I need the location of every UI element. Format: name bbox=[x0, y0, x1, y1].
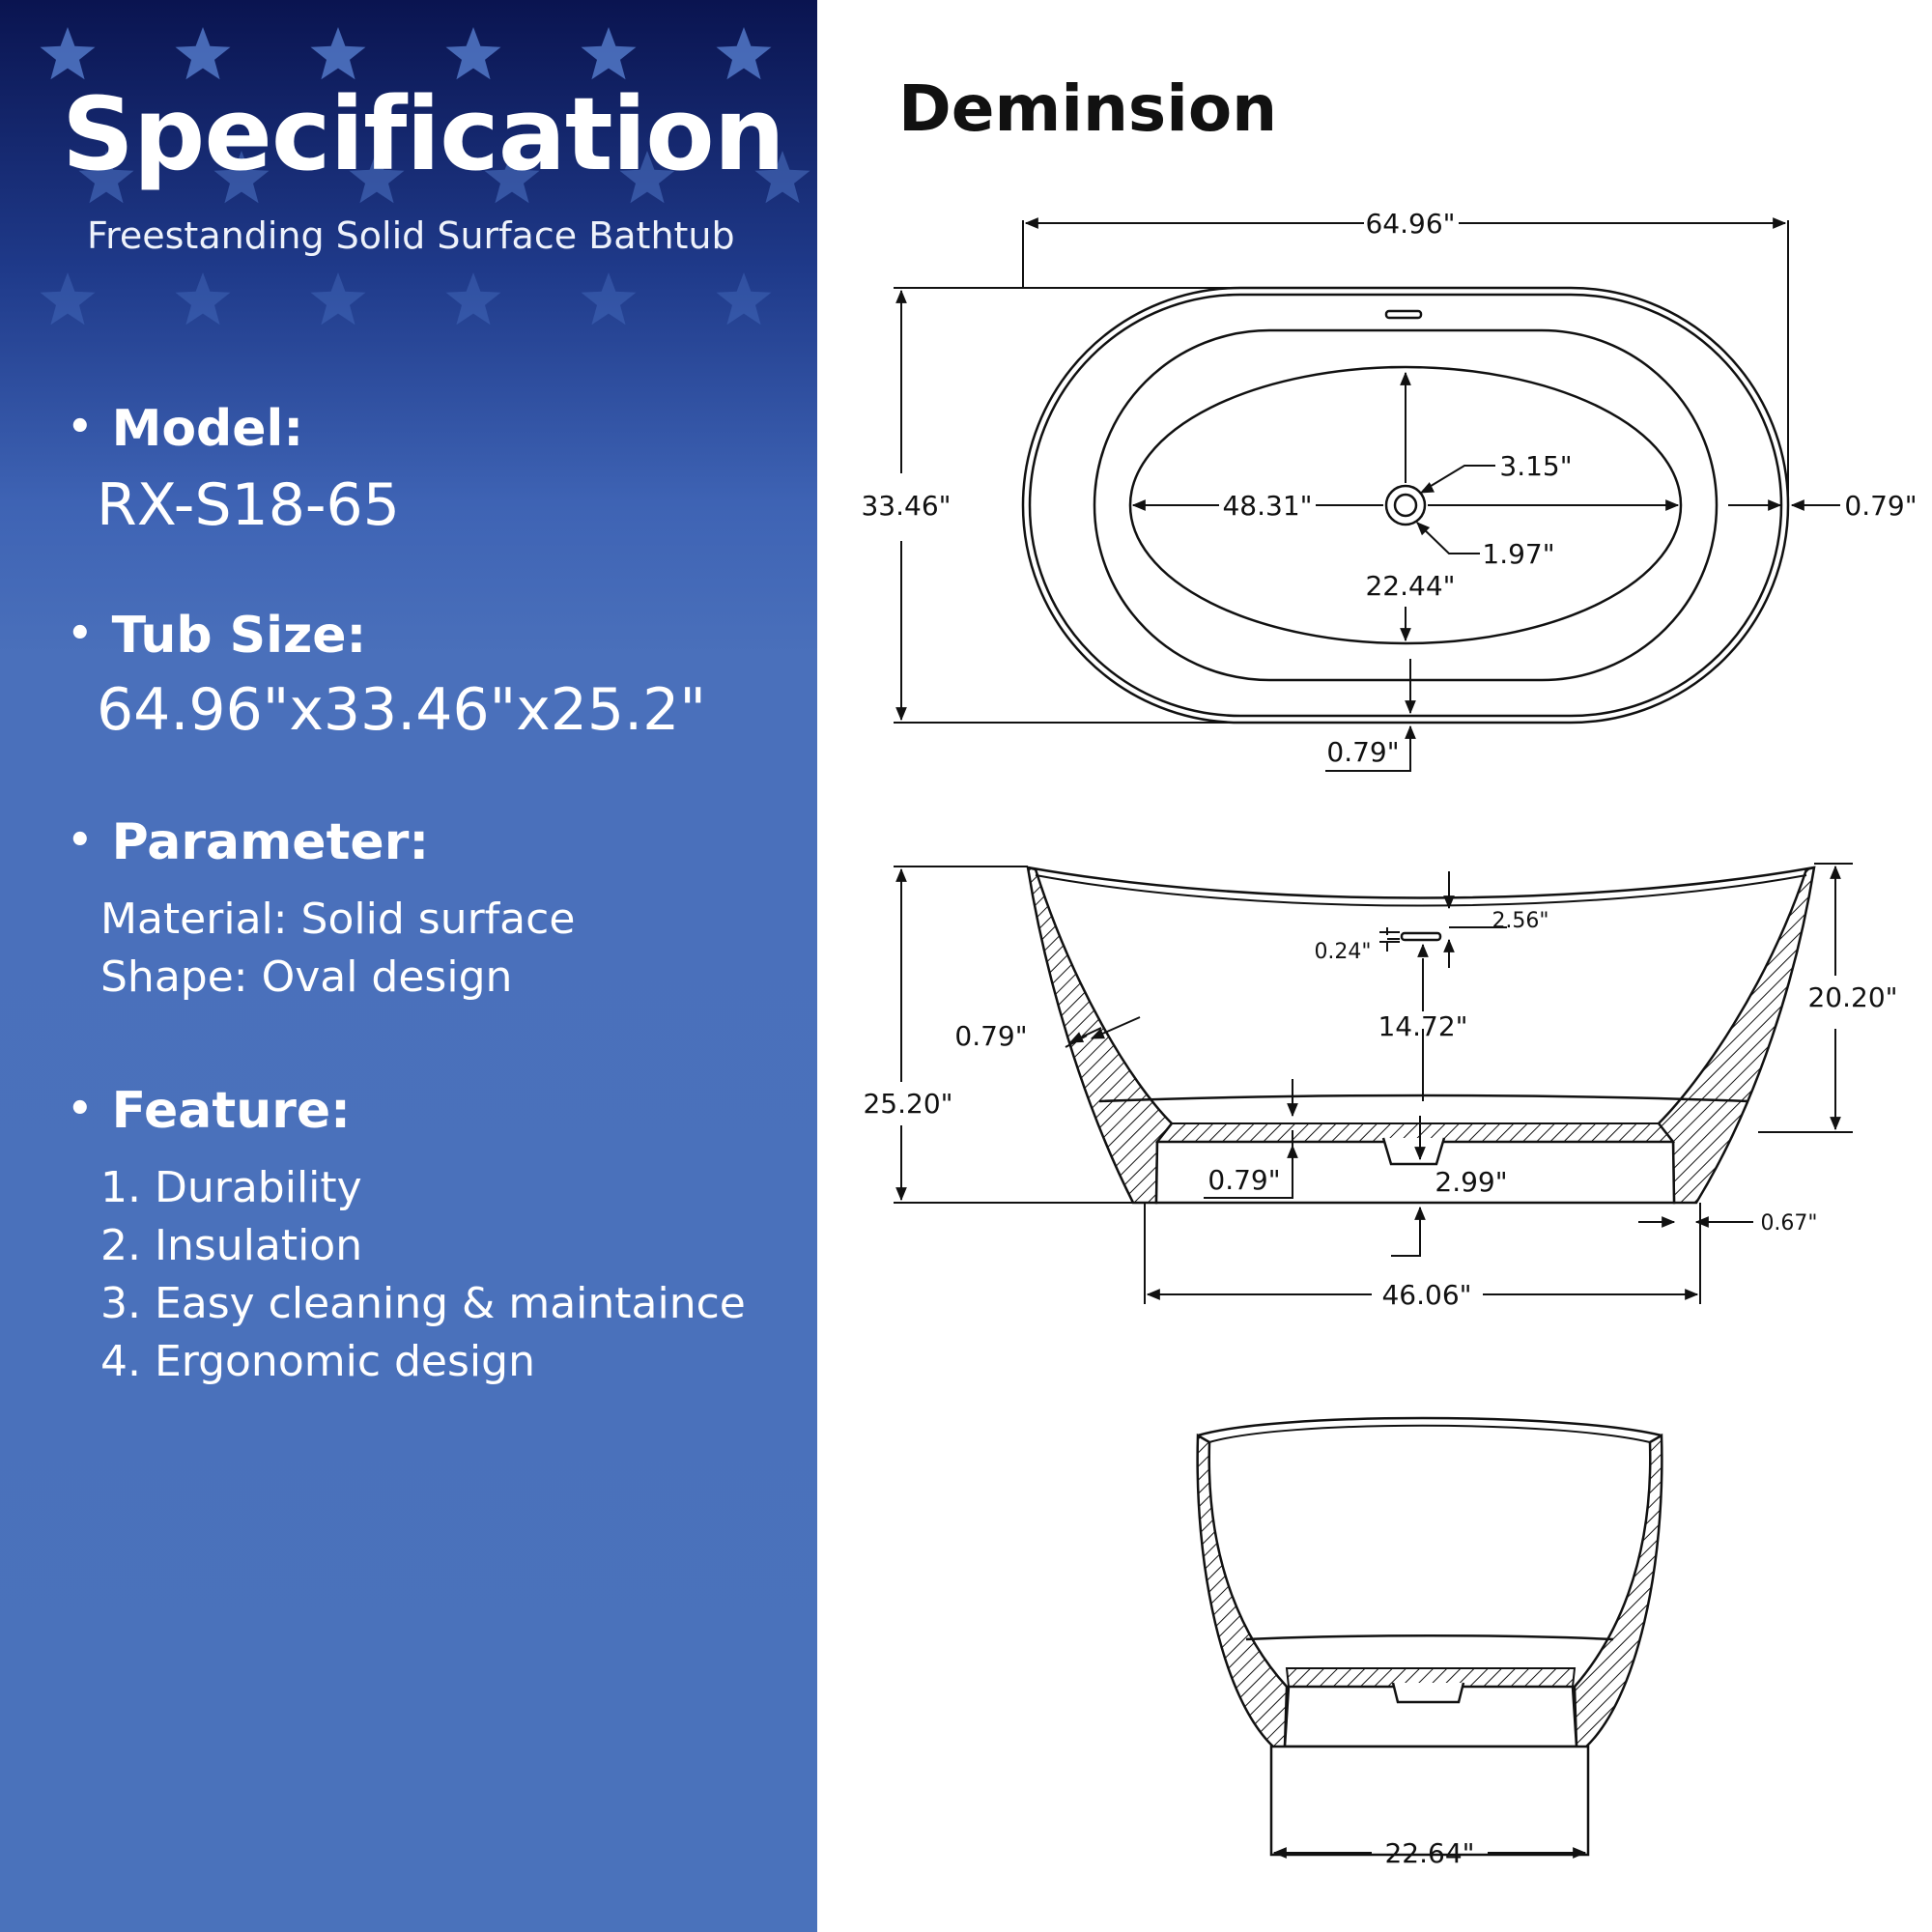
star-icon bbox=[581, 27, 637, 80]
dim-drain-inner: 1.97" bbox=[1482, 538, 1554, 570]
tub-size-heading: •Tub Size: bbox=[68, 607, 367, 665]
bullet-icon: • bbox=[68, 818, 93, 863]
drain-inner bbox=[1393, 493, 1418, 518]
dim-base-length: 46.06" bbox=[1381, 1279, 1471, 1311]
dim-overflow-top: 2.56" bbox=[1492, 909, 1548, 933]
dim-length: 64.96" bbox=[1365, 208, 1455, 240]
tub-size-value: 64.96"x33.46"x25.2" bbox=[97, 676, 706, 744]
feature-item: 4. Ergonomic design bbox=[100, 1337, 535, 1386]
end-rim-line bbox=[1197, 1416, 1662, 1437]
star-icon bbox=[581, 272, 637, 326]
feature-item: 3. Easy cleaning & maintaince bbox=[100, 1279, 746, 1328]
page-subtitle: Freestanding Solid Surface Bathtub bbox=[87, 214, 735, 257]
drain-outer bbox=[1384, 484, 1427, 526]
side-rim-line bbox=[1027, 866, 1815, 899]
dim-base-width: 22.64" bbox=[1384, 1837, 1474, 1869]
star-icon bbox=[716, 27, 772, 80]
side-rim-inner-line bbox=[1035, 874, 1807, 907]
bullet-icon: • bbox=[68, 405, 93, 449]
dim-wall: 0.79" bbox=[954, 1020, 1027, 1052]
model-heading: •Model: bbox=[68, 400, 304, 458]
star-icon bbox=[445, 272, 501, 326]
dim-base-wall: 0.67" bbox=[1760, 1211, 1817, 1236]
overflow-slot bbox=[1384, 309, 1423, 320]
tub-inner-basin bbox=[1128, 365, 1683, 645]
side-base bbox=[1154, 1140, 1676, 1205]
page-title: Specification bbox=[62, 75, 785, 193]
tub-inner-basin-lip bbox=[1093, 328, 1719, 682]
bullet-icon: • bbox=[68, 611, 93, 656]
dim-inner-length: 48.31" bbox=[1222, 490, 1312, 522]
star-icon bbox=[310, 272, 366, 326]
dim-drain-outer: 3.15" bbox=[1499, 450, 1572, 482]
end-wall-right bbox=[1573, 1433, 1663, 1750]
parameter-item: Material: Solid surface bbox=[100, 895, 576, 944]
dim-drain-depth: 2.99" bbox=[1435, 1166, 1507, 1198]
star-icon bbox=[78, 151, 134, 204]
star-icon bbox=[40, 27, 96, 80]
dim-total-height: 25.20" bbox=[863, 1088, 952, 1120]
star-icon bbox=[619, 151, 675, 204]
side-view bbox=[1026, 866, 1816, 1205]
parameter-heading: •Parameter: bbox=[68, 813, 430, 871]
bullet-icon: • bbox=[68, 1087, 93, 1131]
model-value: RX-S18-65 bbox=[97, 471, 400, 539]
bathtub-dimension-drawing: 64.96" 33.46" 48.31" 22.44" 3.15" 1.97" … bbox=[861, 208, 1917, 1869]
end-wall-left bbox=[1196, 1433, 1289, 1750]
star-icon bbox=[349, 151, 405, 204]
star-icon bbox=[445, 27, 501, 80]
end-base bbox=[1269, 1745, 1590, 1857]
side-overflow bbox=[1400, 931, 1442, 942]
end-rim-inner-line bbox=[1208, 1424, 1651, 1443]
dim-base-thickness: 0.79" bbox=[1208, 1164, 1280, 1196]
end-drain bbox=[1391, 1682, 1465, 1704]
star-pattern bbox=[40, 27, 810, 326]
end-water-line bbox=[1245, 1634, 1614, 1641]
dim-inner-width: 22.44" bbox=[1365, 570, 1455, 602]
star-icon bbox=[175, 272, 231, 326]
star-icon bbox=[484, 151, 540, 204]
specification-panel: Specification Freestanding Solid Surface… bbox=[0, 0, 817, 1932]
star-icon bbox=[175, 27, 231, 80]
star-icon bbox=[213, 151, 270, 204]
side-view-dimensions bbox=[894, 863, 1853, 1304]
dimension-title: Deminsion bbox=[898, 71, 1278, 146]
dim-overflow-to-bottom: 14.72" bbox=[1378, 1010, 1467, 1042]
star-icon bbox=[754, 151, 810, 204]
dim-interior-depth: 20.20" bbox=[1807, 981, 1897, 1013]
end-view bbox=[1196, 1416, 1663, 1857]
parameter-item: Shape: Oval design bbox=[100, 952, 513, 1002]
feature-item: 1. Durability bbox=[100, 1163, 362, 1212]
dim-overflow-height: 0.24" bbox=[1314, 940, 1371, 964]
side-drain bbox=[1381, 1137, 1446, 1166]
star-icon bbox=[310, 27, 366, 80]
top-view-dimensions bbox=[894, 217, 1840, 772]
dim-rim-right: 0.79" bbox=[1844, 490, 1917, 522]
side-water-line bbox=[1098, 1094, 1749, 1103]
star-icon bbox=[40, 272, 96, 326]
dim-width: 33.46" bbox=[861, 490, 951, 522]
star-icon bbox=[716, 272, 772, 326]
dim-rim-bottom: 0.79" bbox=[1326, 736, 1399, 768]
feature-item: 2. Insulation bbox=[100, 1221, 363, 1270]
side-wall-right bbox=[1657, 866, 1816, 1205]
feature-heading: •Feature: bbox=[68, 1082, 351, 1140]
